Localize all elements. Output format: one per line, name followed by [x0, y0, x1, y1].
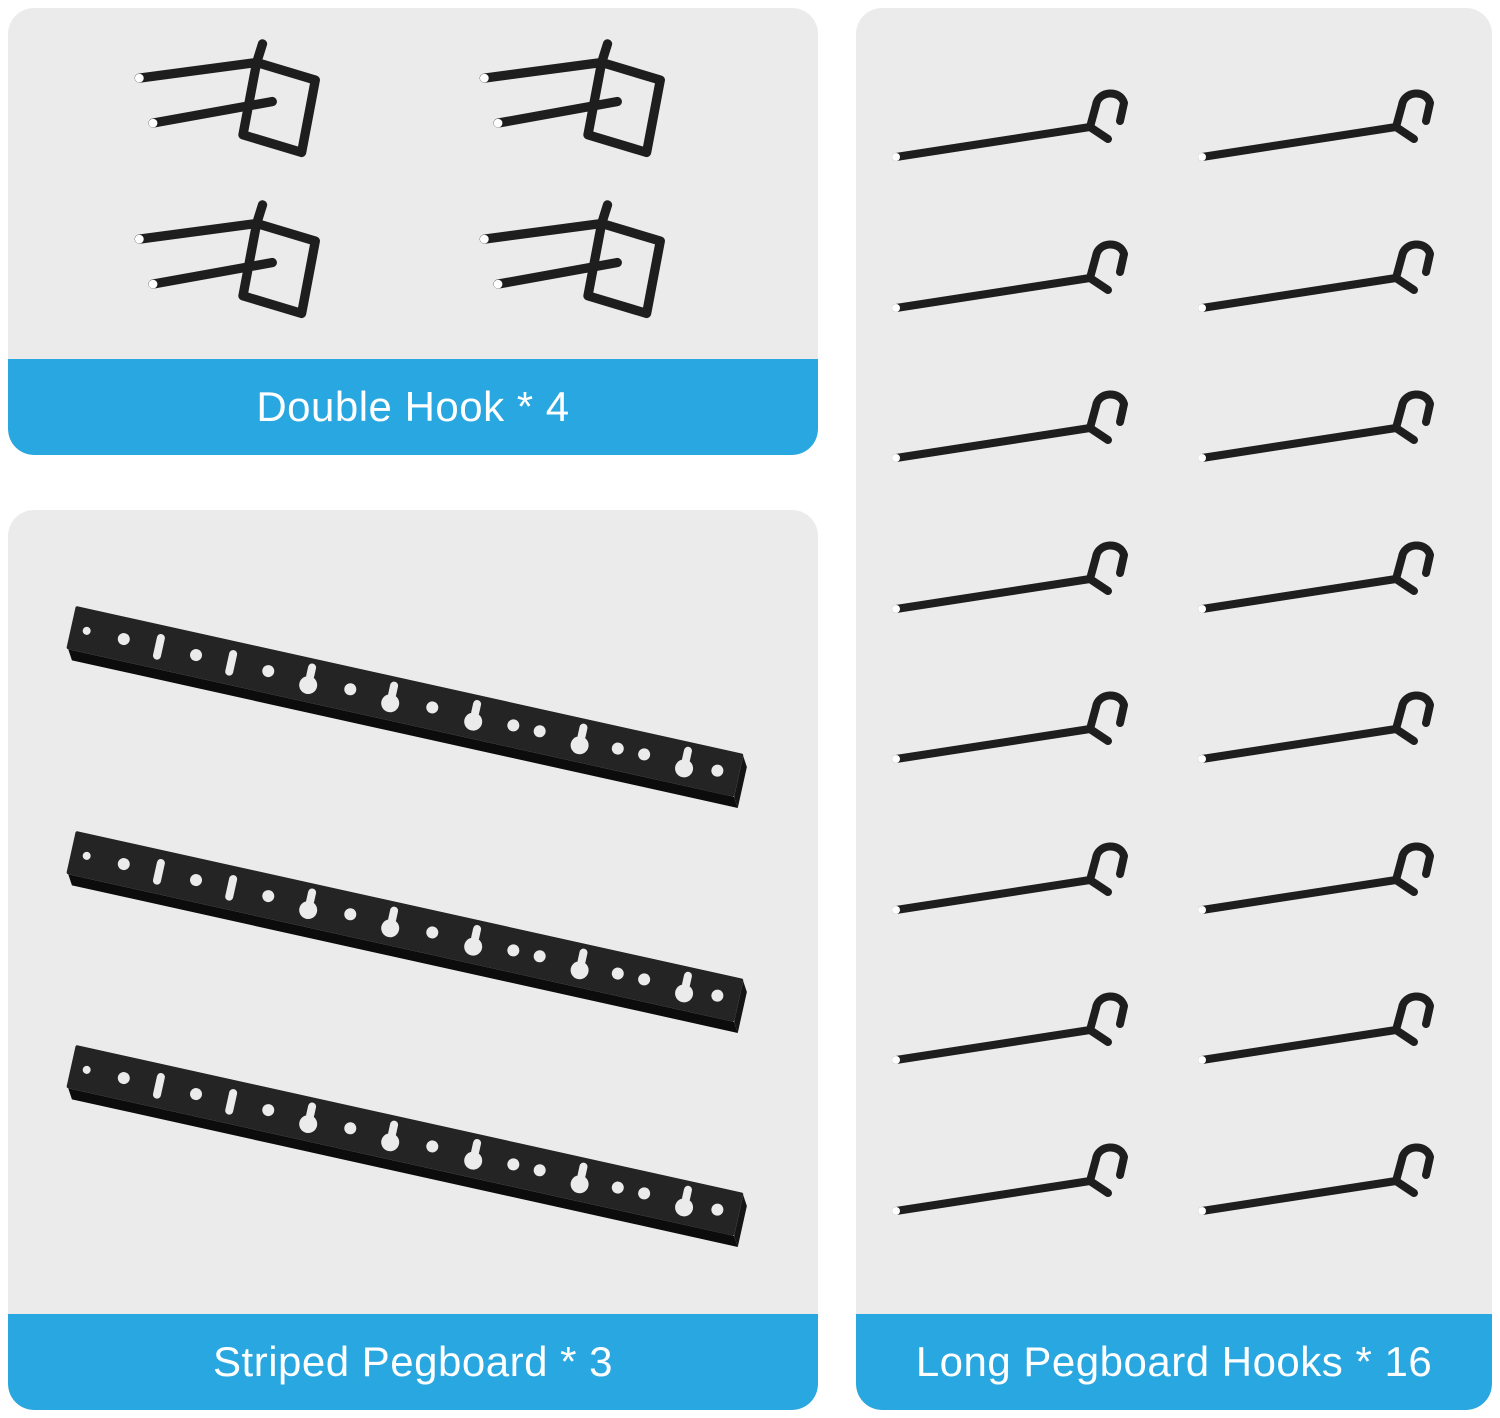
- long-hooks-grid: [868, 56, 1480, 1260]
- pegboard-strip-image: [61, 603, 753, 814]
- long-hook-image: [891, 992, 1128, 1065]
- double-hook-image: [479, 200, 665, 319]
- double-hook-image: [134, 200, 320, 319]
- long-hook-image: [891, 541, 1128, 613]
- long-hook-image: [1197, 390, 1434, 463]
- long-hook-image: [891, 691, 1128, 764]
- striped-pegboard-label: Striped Pegboard * 3: [213, 1338, 613, 1385]
- long-hooks-banner: Long Pegboard Hooks * 16: [856, 1314, 1492, 1410]
- long-hook-image: [1197, 992, 1434, 1065]
- long-hook-image: [1197, 541, 1434, 613]
- pegboard-strip-image: [61, 1042, 753, 1253]
- double-hook-image: [134, 38, 320, 157]
- long-hook-image: [891, 842, 1128, 914]
- long-hook-image: [1197, 691, 1434, 764]
- long-hook-image: [1197, 842, 1434, 914]
- double-hook-image: [479, 38, 665, 157]
- striped-pegboard-stack: [8, 510, 818, 1410]
- long-hook-image: [1197, 89, 1434, 162]
- long-hook-image: [891, 89, 1128, 162]
- long-hook-image: [1197, 240, 1434, 312]
- double-hook-label: Double Hook * 4: [256, 383, 570, 430]
- striped-pegboard-panel: Striped Pegboard * 3: [8, 510, 818, 1410]
- double-hook-banner: Double Hook * 4: [8, 359, 818, 455]
- long-hook-image: [891, 390, 1128, 463]
- double-hook-panel: Double Hook * 4: [8, 8, 818, 455]
- striped-pegboard-banner: Striped Pegboard * 3: [8, 1314, 818, 1410]
- long-hooks-label: Long Pegboard Hooks * 16: [915, 1338, 1433, 1385]
- double-hook-grid: [68, 24, 758, 347]
- long-hooks-panel: Long Pegboard Hooks * 16: [856, 8, 1492, 1410]
- pegboard-strip-image: [61, 828, 753, 1039]
- long-hook-image: [891, 1143, 1128, 1215]
- long-hook-image: [1197, 1143, 1434, 1215]
- long-hook-image: [891, 240, 1128, 312]
